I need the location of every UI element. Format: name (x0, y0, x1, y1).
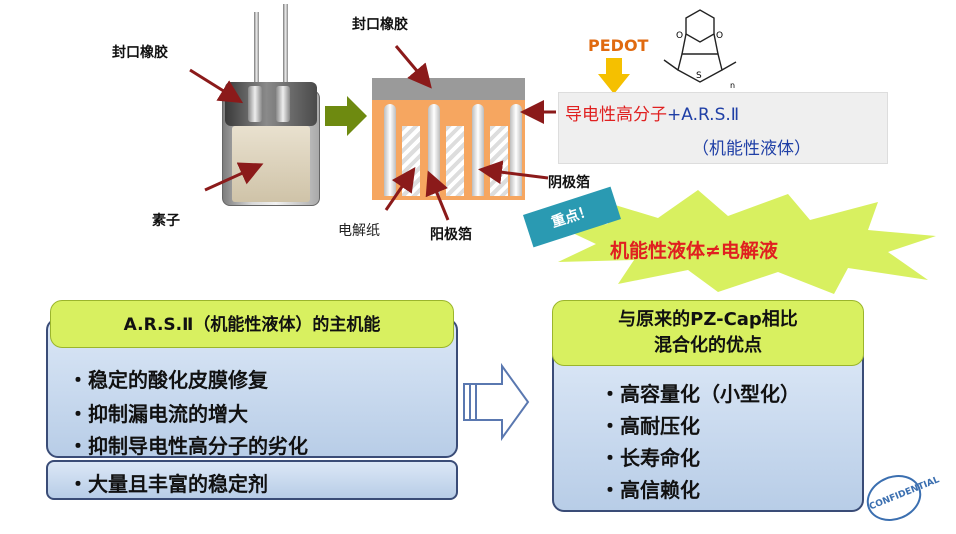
right-item-2: ・高耐压化 (600, 414, 700, 438)
label-seal-rubber-right: 封口橡胶 (352, 17, 408, 33)
label-electrolytic-paper: 电解纸 (338, 223, 380, 239)
hollow-right-arrow-icon (463, 362, 530, 442)
label-anode-foil: 阳极箔 (430, 227, 472, 243)
label-cathode-foil: 阴极箔 (548, 175, 590, 191)
left-item-2: ・抑制漏电流的增大 (68, 402, 248, 426)
svg-text:O: O (716, 31, 723, 41)
right-item-4: ・高信赖化 (600, 478, 700, 502)
svg-text:n: n (730, 81, 735, 90)
functional-liquid-text: （机能性液体） (692, 139, 811, 159)
right-title-line-2: 混合化的优点 (654, 335, 762, 356)
right-panel-title: 与原来的PZ-Cap相比 混合化的优点 (552, 300, 864, 366)
confidential-stamp: CONFIDENTIAL (859, 467, 941, 529)
pointer-arrows (189, 45, 556, 221)
pedot-label: PEDOT (588, 36, 649, 55)
left-item-1: ・稳定的酸化皮膜修复 (68, 368, 268, 392)
info-box (558, 92, 888, 164)
left-extra-item: ・大量且丰富的稳定剂 (68, 472, 268, 496)
right-item-3: ・长寿命化 (600, 446, 700, 470)
pedot-structure-icon: O O S n (663, 9, 737, 90)
ars-plus-text: +A.R.S.Ⅱ (667, 105, 740, 125)
right-panel (552, 346, 864, 512)
label-element: 素子 (152, 213, 180, 229)
svg-text:O: O (676, 31, 683, 41)
right-arrow-icon (325, 96, 367, 136)
left-item-3: ・抑制导电性高分子的劣化 (68, 434, 308, 458)
burst-shape (558, 190, 936, 294)
left-extra-panel (46, 460, 458, 500)
down-arrow-icon (598, 58, 630, 94)
right-item-1: ・高容量化（小型化） (600, 382, 800, 406)
left-panel-title: A.R.S.Ⅱ（机能性液体）的主机能 (50, 300, 454, 348)
conductive-polymer-text: 导电性高分子 (565, 105, 667, 125)
burst-text: 机能性液体≠电解液 (610, 240, 778, 262)
svg-text:S: S (696, 71, 702, 81)
info-line-1: 导电性高分子+A.R.S.Ⅱ (565, 100, 739, 125)
right-title-line-1: 与原来的PZ-Cap相比 (618, 309, 798, 330)
label-seal-rubber-left: 封口橡胶 (112, 45, 168, 61)
